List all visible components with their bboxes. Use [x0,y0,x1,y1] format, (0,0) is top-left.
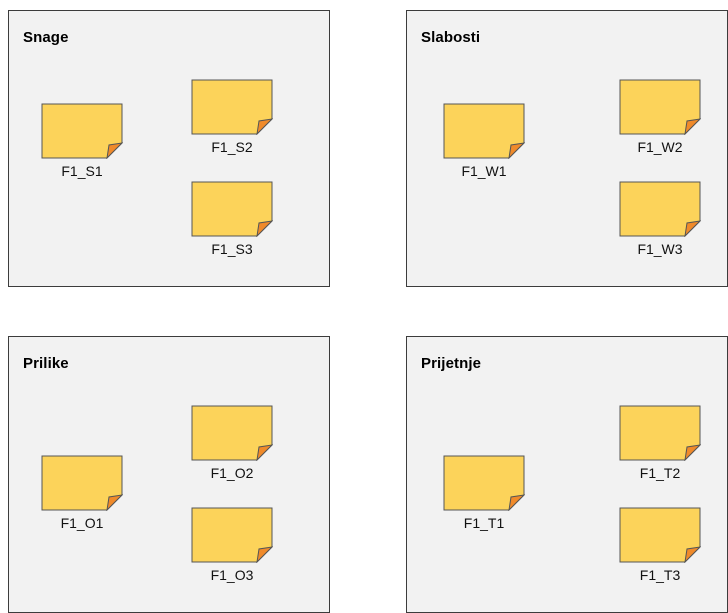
sticky-note-icon [619,181,701,237]
sticky-note[interactable]: F1_T1 [443,455,529,535]
sticky-note-icon [443,455,525,511]
sticky-note-icon [191,405,273,461]
sticky-note[interactable]: F1_O3 [191,507,277,587]
note-label: F1_T3 [639,567,681,583]
sticky-note[interactable]: F1_T2 [619,405,705,485]
sticky-note[interactable]: F1_W1 [443,103,529,183]
sticky-note-icon [619,405,701,461]
note-label: F1_S3 [211,241,253,257]
sticky-note-icon [41,455,123,511]
note-label: F1_O1 [60,515,104,531]
note-label: F1_S2 [211,139,253,155]
sticky-note[interactable]: F1_S1 [41,103,127,183]
note-label: F1_O3 [210,567,254,583]
sticky-note[interactable]: F1_S2 [191,79,277,159]
sticky-note[interactable]: F1_O1 [41,455,127,535]
sticky-note[interactable]: F1_W2 [619,79,705,159]
quadrant-opportunities: Prilike F1_O1 F1_O2 F1_O3 [8,336,330,613]
quadrant-weaknesses: Slabosti F1_W1 F1_W2 F1_W3 [406,10,728,287]
quadrant-title: Prijetnje [421,355,482,372]
sticky-note-icon [619,79,701,135]
quadrant-title: Prilike [23,355,69,372]
note-label: F1_W1 [461,163,507,179]
sticky-note-icon [191,79,273,135]
note-label: F1_O2 [210,465,254,481]
sticky-note[interactable]: F1_T3 [619,507,705,587]
sticky-note-icon [41,103,123,159]
sticky-note-icon [443,103,525,159]
sticky-note-icon [619,507,701,563]
quadrant-title: Slabosti [421,29,481,46]
note-label: F1_W3 [637,241,683,257]
sticky-note-icon [191,507,273,563]
sticky-note[interactable]: F1_O2 [191,405,277,485]
sticky-note[interactable]: F1_S3 [191,181,277,261]
quadrant-threats: Prijetnje F1_T1 F1_T2 F1_T3 [406,336,728,613]
quadrant-title: Snage [23,29,69,46]
sticky-note[interactable]: F1_W3 [619,181,705,261]
note-label: F1_W2 [637,139,683,155]
note-label: F1_T1 [463,515,505,531]
note-label: F1_S1 [61,163,103,179]
quadrant-strengths: Snage F1_S1 F1_S2 F1_S3 [8,10,330,287]
note-label: F1_T2 [639,465,681,481]
sticky-note-icon [191,181,273,237]
